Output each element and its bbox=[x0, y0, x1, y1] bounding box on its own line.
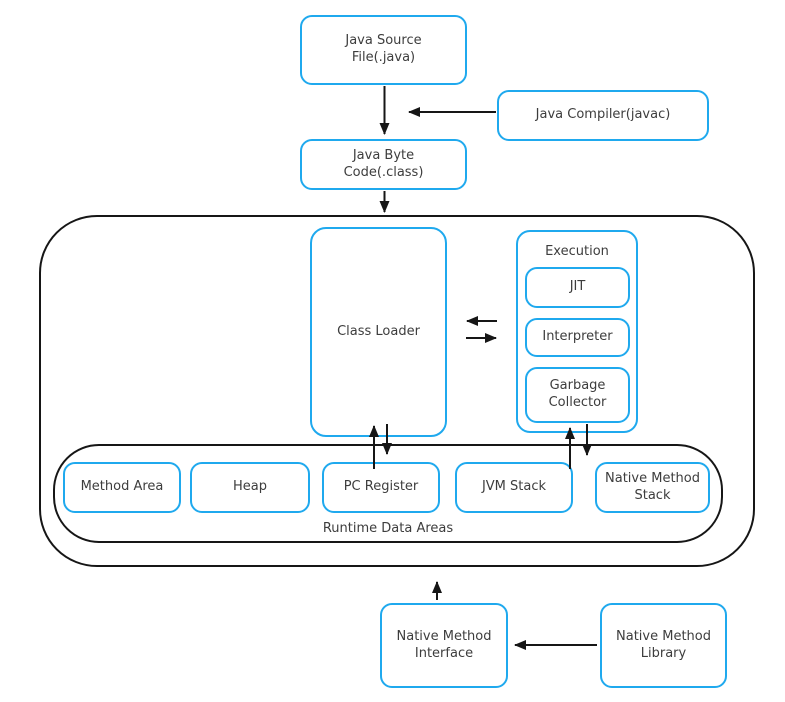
node-heap: Heap bbox=[190, 462, 310, 513]
node-native-method-interface-label: Native Method Interface bbox=[396, 628, 492, 661]
node-jvm-stack: JVM Stack bbox=[455, 462, 573, 513]
node-native-method-stack: Native Method Stack bbox=[595, 462, 710, 513]
node-native-method-library-label: Native Method Library bbox=[616, 628, 711, 661]
node-java-byte-code: Java Byte Code(.class) bbox=[300, 139, 467, 190]
node-heap-label: Heap bbox=[233, 479, 267, 495]
runtime-data-areas-label: Runtime Data Areas bbox=[322, 521, 454, 536]
node-garbage-collector-label: Garbage Collector bbox=[548, 378, 607, 410]
node-native-method-interface: Native Method Interface bbox=[380, 603, 508, 688]
node-garbage-collector: Garbage Collector bbox=[525, 367, 630, 423]
node-jit-label: JIT bbox=[569, 279, 586, 295]
node-method-area: Method Area bbox=[63, 462, 181, 513]
node-java-source-file-label: Java Source File(.java) bbox=[345, 33, 422, 65]
node-interpreter-label: Interpreter bbox=[542, 329, 613, 345]
execution-engine-label: Execution bbox=[545, 244, 609, 259]
jvm-container bbox=[39, 215, 755, 567]
node-java-byte-code-label: Java Byte Code(.class) bbox=[343, 147, 424, 180]
node-java-compiler-label: Java Compiler(javac) bbox=[535, 107, 671, 123]
node-jvm-stack-label: JVM Stack bbox=[481, 479, 547, 495]
node-class-loader: Class Loader bbox=[310, 227, 447, 437]
node-native-method-stack-label: Native Method Stack bbox=[605, 470, 700, 503]
node-pc-register: PC Register bbox=[322, 462, 440, 513]
node-method-area-label: Method Area bbox=[80, 479, 164, 495]
node-class-loader-label: Class Loader bbox=[337, 323, 420, 339]
node-jit: JIT bbox=[525, 267, 630, 308]
node-java-compiler: Java Compiler(javac) bbox=[497, 90, 709, 141]
node-interpreter: Interpreter bbox=[525, 318, 630, 357]
node-java-source-file: Java Source File(.java) bbox=[300, 15, 467, 85]
node-pc-register-label: PC Register bbox=[343, 479, 419, 495]
node-native-method-library: Native Method Library bbox=[600, 603, 727, 688]
